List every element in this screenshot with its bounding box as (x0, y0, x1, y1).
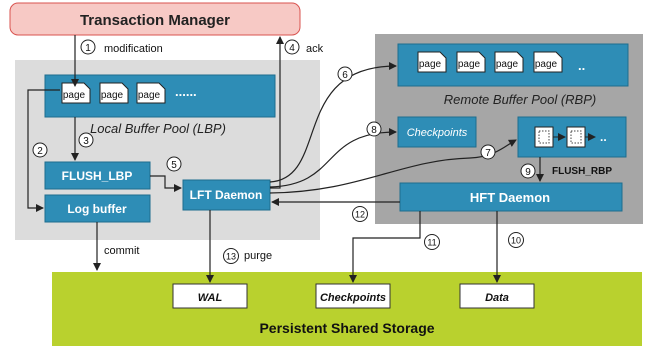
step-4: 4 (284, 39, 300, 55)
label-purge: purge (244, 250, 272, 262)
svg-text:11: 11 (427, 238, 436, 248)
arrow-lft-to-flushrbp (269, 139, 517, 194)
transaction-manager-label: Transaction Manager (80, 12, 230, 29)
step-11: 11 (424, 234, 440, 250)
rbp-page-1: page (417, 51, 447, 73)
storage-checkpoints-label: Checkpoints (320, 292, 386, 304)
hft-daemon-box (399, 182, 623, 212)
arrow-flush-to-lft (150, 175, 182, 192)
svg-text:7: 7 (485, 148, 491, 159)
svg-text:3: 3 (83, 136, 89, 147)
rbp-page-2: page (456, 51, 486, 73)
step-7: 7 (480, 144, 496, 160)
svg-text:13: 13 (226, 252, 236, 262)
step-5: 5 (166, 156, 182, 172)
svg-text:page: page (496, 59, 519, 70)
step-12: 12 (352, 206, 368, 222)
flush-rbp-label: FLUSH_RBP (552, 166, 612, 177)
rbp-ellipsis: .. (578, 58, 585, 73)
svg-text:10: 10 (511, 236, 521, 246)
arrow-page-to-logbuffer (27, 89, 60, 212)
step-1: 1 (80, 39, 96, 55)
rbp-page-4: page (533, 51, 563, 73)
step-6: 6 (337, 66, 353, 82)
lft-daemon-box (182, 179, 271, 211)
svg-text:page: page (419, 59, 442, 70)
svg-text:page: page (101, 90, 124, 101)
flush-lbp-box (44, 161, 151, 190)
lft-daemon-label: LFT Daemon (190, 188, 263, 202)
arrow-lft-to-rbp (269, 62, 397, 183)
lbp-page-1: page (61, 82, 91, 104)
lbp-ellipsis: ...... (175, 84, 197, 99)
svg-text:6: 6 (342, 70, 348, 81)
flush-lbp-label: FLUSH_LBP (62, 169, 133, 183)
lbp-page-3: page (136, 82, 166, 104)
arrow-hft-to-checkpoints (349, 211, 421, 283)
rbp-checkpoints-box (397, 116, 477, 148)
svg-text:9: 9 (525, 167, 531, 178)
lbp-page-2: page (99, 82, 129, 104)
log-buffer-label: Log buffer (67, 202, 127, 216)
svg-text:page: page (63, 90, 86, 101)
step-10: 10 (508, 232, 524, 248)
label-ack: ack (306, 43, 324, 55)
step-13: 13 (223, 248, 239, 264)
remote-buffer-pool-label: Remote Buffer Pool (RBP) (444, 92, 596, 107)
wal-box (172, 283, 248, 309)
step-3: 3 (78, 132, 94, 148)
local-buffer-pool-label: Local Buffer Pool (LBP) (90, 121, 226, 136)
flush-rbp-list (534, 126, 596, 148)
label-modification: modification (104, 43, 163, 55)
storage-label: Persistent Shared Storage (259, 320, 434, 336)
flush-rbp-ellipsis: .. (600, 130, 607, 144)
transaction-manager-box (9, 2, 301, 36)
wal-label: WAL (198, 292, 223, 304)
svg-text:page: page (535, 59, 558, 70)
svg-text:8: 8 (371, 125, 377, 136)
arrow-ack (270, 36, 284, 189)
svg-text:page: page (138, 90, 161, 101)
label-commit: commit (104, 245, 139, 257)
step-9: 9 (520, 163, 536, 179)
svg-text:12: 12 (355, 210, 365, 220)
rbp-page-3: page (494, 51, 524, 73)
svg-text:1: 1 (85, 43, 91, 54)
rbp-checkpoints-label: Checkpoints (407, 127, 468, 139)
step-2: 2 (32, 142, 48, 158)
svg-text:4: 4 (289, 43, 295, 54)
hft-daemon-label: HFT Daemon (470, 190, 550, 205)
storage-checkpoints-box (315, 283, 391, 309)
arrows (27, 35, 544, 283)
svg-text:2: 2 (37, 146, 43, 157)
svg-text:5: 5 (171, 160, 177, 171)
data-box (459, 283, 535, 309)
step-8: 8 (366, 121, 382, 137)
data-label: Data (485, 292, 509, 304)
svg-text:page: page (458, 59, 481, 70)
